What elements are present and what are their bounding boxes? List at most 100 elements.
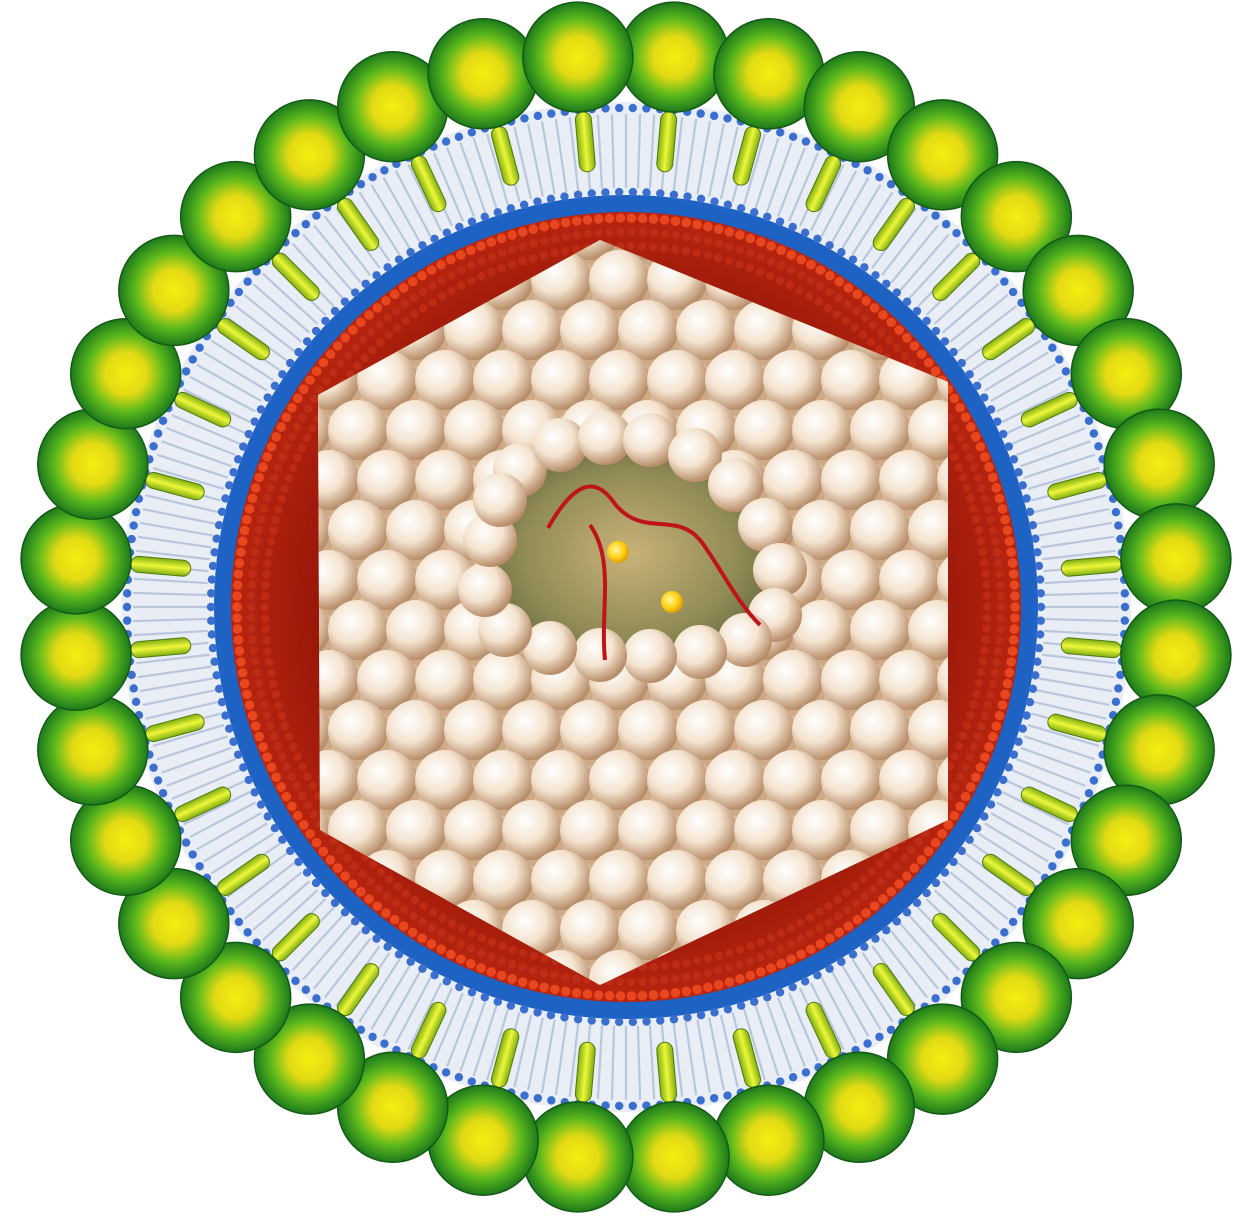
matrix-bead — [883, 852, 891, 860]
lipid-head — [1121, 616, 1129, 624]
matrix-bead — [974, 732, 982, 740]
matrix-bead — [508, 960, 516, 968]
matrix-bead — [305, 829, 315, 839]
lipid-head — [776, 1077, 784, 1085]
lipid-head — [642, 188, 650, 196]
matrix-bead — [245, 504, 255, 514]
matrix-bead — [298, 414, 306, 422]
matrix-bead — [233, 624, 243, 634]
lipid-head — [993, 417, 1001, 425]
lipid-head — [468, 128, 476, 136]
matrix-bead — [850, 323, 858, 331]
matrix-bead — [467, 261, 475, 269]
matrix-bead — [251, 483, 261, 493]
lipid-head — [922, 317, 930, 325]
matrix-bead — [457, 940, 465, 948]
matrix-bead — [561, 247, 569, 255]
matrix-bead — [457, 282, 465, 290]
matrix-bead — [262, 452, 272, 462]
matrix-bead — [235, 646, 245, 656]
lipid-head — [574, 1015, 582, 1023]
matrix-bead — [1010, 580, 1020, 590]
matrix-bead — [660, 215, 670, 225]
matrix-bead — [272, 690, 280, 698]
lipid-head — [286, 359, 294, 367]
matrix-bead — [260, 505, 268, 513]
lipid-head — [250, 417, 258, 425]
matrix-bead — [893, 344, 901, 352]
matrix-bead — [446, 950, 456, 960]
lipid-head — [601, 1017, 609, 1025]
capsomere — [589, 850, 649, 910]
surface-protein-sphere — [523, 2, 633, 112]
matrix-bead — [650, 229, 658, 237]
matrix-bead — [746, 957, 754, 965]
matrix-bead — [870, 303, 880, 313]
lipid-head — [958, 847, 966, 855]
matrix-bead — [418, 918, 426, 926]
lipid-head — [494, 208, 502, 216]
lipid-head — [154, 429, 162, 437]
lipid-head — [973, 824, 981, 832]
lipid-head — [208, 630, 216, 638]
matrix-bead — [266, 722, 274, 730]
matrix-bead — [816, 265, 826, 275]
matrix-bead — [994, 647, 1002, 655]
matrix-bead — [980, 452, 990, 462]
lipid-head — [980, 393, 988, 401]
lipid-head — [750, 208, 758, 216]
lipid-head — [468, 217, 476, 225]
lipid-head — [1022, 494, 1030, 502]
lipid-head — [615, 1018, 623, 1026]
matrix-bead — [343, 854, 351, 862]
matrix-bead — [456, 954, 466, 964]
lipid-head — [278, 370, 286, 378]
lipid-head — [312, 994, 320, 1002]
matrix-bead — [924, 358, 934, 368]
matrix-bead — [824, 902, 832, 910]
matrix-bead — [428, 924, 436, 932]
matrix-bead — [274, 505, 282, 513]
matrix-bead — [264, 647, 272, 655]
lipid-head — [696, 109, 704, 117]
matrix-bead — [364, 894, 374, 904]
matrix-bead — [572, 988, 582, 998]
matrix-bead — [660, 976, 668, 984]
matrix-bead — [267, 537, 275, 545]
lipid-head — [368, 173, 376, 181]
matrix-bead — [476, 963, 486, 973]
lipid-head — [321, 317, 329, 325]
matrix-bead — [993, 658, 1001, 666]
capsomere — [328, 700, 388, 760]
lipid-head — [574, 191, 582, 199]
matrix-bead — [361, 354, 369, 362]
matrix-bead — [975, 679, 983, 687]
matrix-bead — [971, 432, 981, 442]
matrix-bead — [638, 991, 648, 1001]
matrix-bead — [693, 957, 701, 965]
lipid-head — [534, 1094, 542, 1102]
matrix-bead — [917, 855, 927, 865]
matrix-bead — [893, 862, 901, 870]
lipid-head — [481, 993, 489, 1001]
lipid-head — [860, 943, 868, 951]
matrix-bead — [767, 933, 775, 941]
matrix-bead — [351, 343, 359, 351]
matrix-bead — [996, 581, 1004, 589]
matrix-bead — [907, 846, 915, 854]
lipid-head — [987, 800, 995, 808]
matrix-bead — [373, 901, 383, 911]
lipid-head — [710, 1008, 718, 1016]
lipid-head — [1037, 603, 1045, 611]
matrix-bead — [834, 294, 842, 302]
capsomere — [705, 350, 765, 410]
lipid-head — [965, 370, 973, 378]
lipid-head — [406, 958, 414, 966]
lipid-head — [520, 1091, 528, 1099]
matrix-bead — [834, 912, 842, 920]
lipid-head — [882, 926, 890, 934]
matrix-bead — [282, 762, 290, 770]
matrix-bead — [583, 989, 593, 999]
matrix-bead — [1005, 536, 1015, 546]
